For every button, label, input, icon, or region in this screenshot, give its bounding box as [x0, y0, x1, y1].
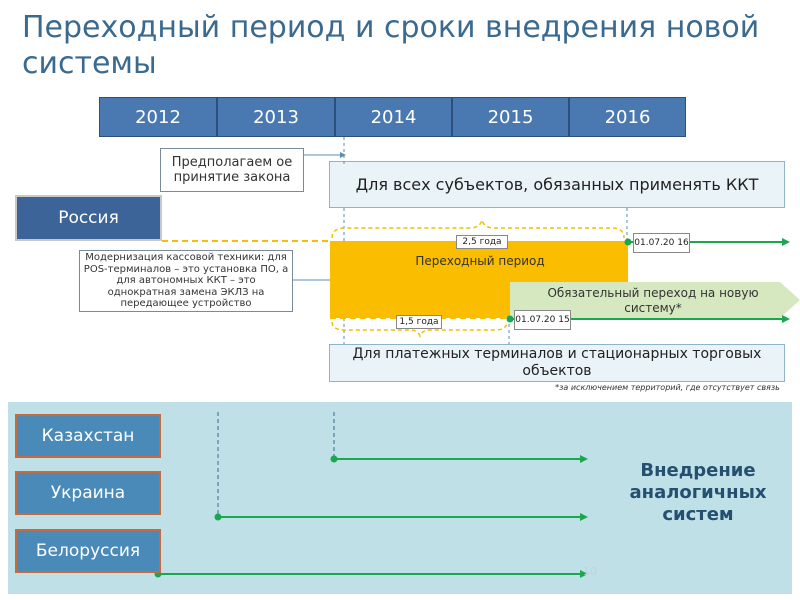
- kazakhstan-dot: [330, 455, 338, 463]
- ukraine-dot: [214, 513, 222, 521]
- line-2016-arrow: [782, 238, 790, 246]
- year-2016: 2016: [569, 97, 686, 137]
- modernization-note: Модернизация кассовой техники: для POS-т…: [79, 250, 293, 312]
- country-kazakhstan: Казахстан: [15, 414, 161, 458]
- footnote: *за исключением территорий, где отсутств…: [555, 383, 780, 392]
- analog-systems-label: Внедрение аналогичных систем: [629, 460, 767, 525]
- line-2015-arrow: [782, 315, 790, 323]
- date-tag-2016: 01.07.20 16: [633, 233, 690, 253]
- page-number: 10: [583, 565, 597, 578]
- dot-2015: [506, 315, 514, 323]
- law-adoption-note: Предполагаем ое принятие закона: [160, 148, 304, 192]
- year-2013: 2013: [217, 97, 335, 137]
- belarus-arrow: [580, 570, 588, 578]
- year-2015: 2015: [452, 97, 569, 137]
- ukraine-arrow: [580, 513, 588, 521]
- country-ukraine: Украина: [15, 471, 161, 515]
- pos-terminals-box: Для платежных терминалов и стационарных …: [329, 344, 785, 382]
- all-subjects-box: Для всех субъектов, обязанных применять …: [329, 161, 785, 208]
- mandatory-transition-label: Обязательный переход на новую систему*: [547, 286, 759, 315]
- law-pointer-head: [340, 152, 346, 158]
- year-2014: 2014: [335, 97, 452, 137]
- russia-label: Россия: [15, 195, 162, 241]
- page-title: Переходный период и сроки внедрения ново…: [22, 10, 760, 81]
- duration-tag-25: 2,5 года: [456, 235, 508, 249]
- mandatory-transition-arrow: [510, 282, 800, 318]
- date-tag-2015: 01.07.20 15: [514, 310, 571, 330]
- brace-25: [331, 219, 625, 239]
- kazakhstan-arrow: [580, 455, 588, 463]
- transition-period-label: Переходный период: [415, 254, 545, 268]
- year-2012: 2012: [99, 97, 217, 137]
- dot-2016: [624, 238, 632, 246]
- country-belarus: Белоруссия: [15, 529, 161, 573]
- duration-tag-15: 1,5 года: [396, 315, 442, 329]
- brace-15: [331, 321, 508, 339]
